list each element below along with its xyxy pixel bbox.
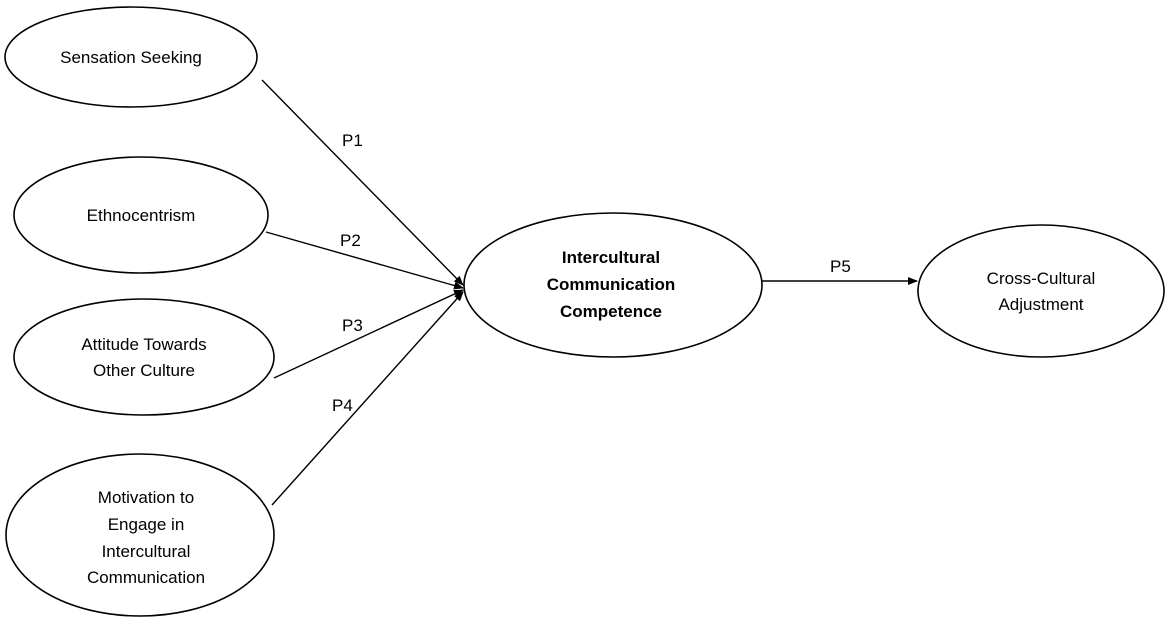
node-label-line: Intercultural: [562, 248, 660, 267]
node-label-line: Communication: [87, 568, 205, 587]
node-cross-cultural-adjustment: Cross-Cultural Adjustment: [917, 224, 1165, 358]
node-ethnocentrism: Ethnocentrism: [13, 156, 269, 274]
edge-p1: [261, 79, 464, 286]
node-label-line: Cross-Cultural: [987, 269, 1096, 288]
node-motivation-to-engage: Motivation to Engage in Intercultural Co…: [5, 453, 275, 617]
node-sensation-seeking: Sensation Seeking: [4, 6, 258, 108]
node-label-line: Competence: [560, 302, 662, 321]
edge-label-p2: P2: [340, 231, 361, 250]
node-label-line: Motivation to: [98, 488, 194, 507]
edge-label-p5: P5: [830, 257, 851, 276]
node-label-line: Communication: [547, 275, 675, 294]
node-label-line: Attitude Towards: [81, 335, 206, 354]
node-label-line: Intercultural: [102, 542, 191, 561]
edge-p2: [265, 231, 464, 290]
edge-label-p1: P1: [342, 131, 363, 150]
edge-p4: [271, 291, 464, 506]
node-label-line: Sensation Seeking: [60, 48, 202, 67]
node-label-line: Other Culture: [93, 361, 195, 380]
node-label-line: Ethnocentrism: [87, 206, 196, 225]
node-label-line: Adjustment: [998, 295, 1083, 314]
edge-p3: [273, 289, 464, 379]
edge-label-p4: P4: [332, 396, 353, 415]
node-intercultural-communication-competence: Intercultural Communication Competence: [463, 212, 763, 358]
node-attitude-towards-other-culture: Attitude Towards Other Culture: [13, 298, 275, 416]
node-label-line: Engage in: [108, 515, 185, 534]
edge-label-p3: P3: [342, 316, 363, 335]
